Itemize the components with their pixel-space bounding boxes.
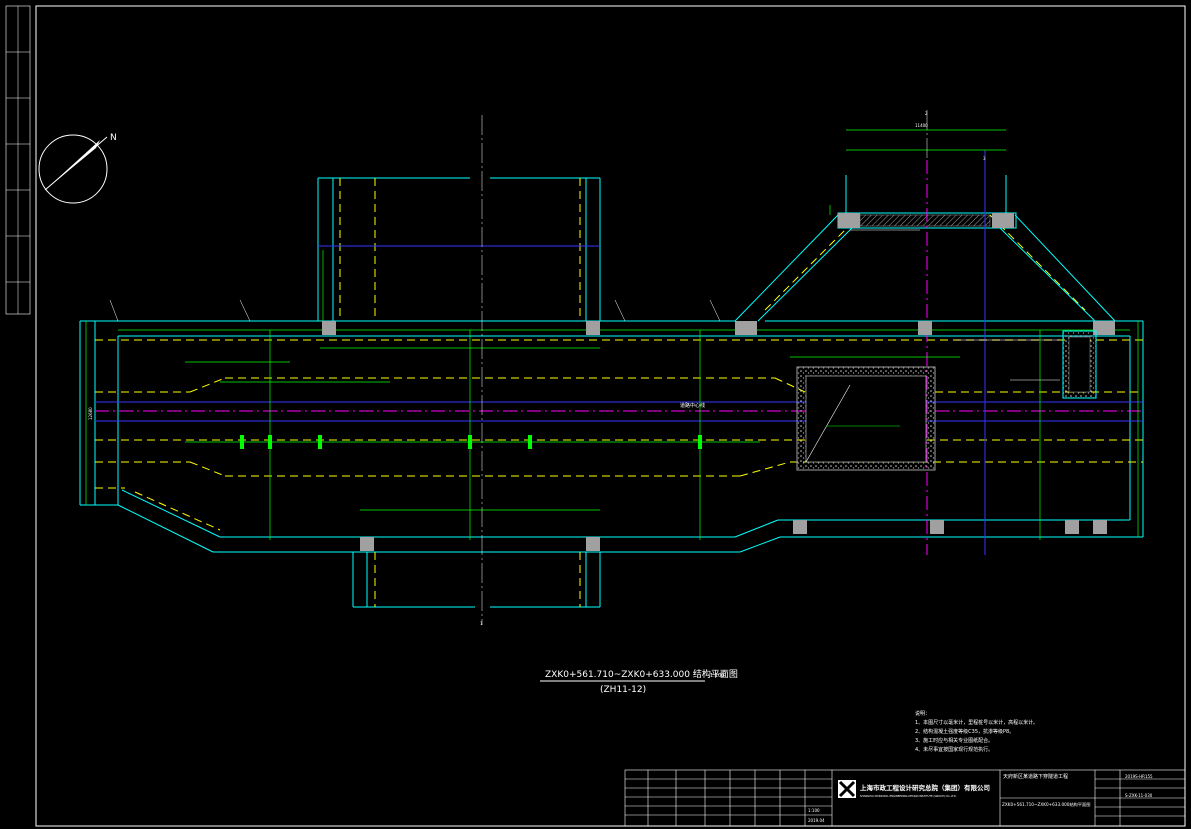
- ramp-branch: [734, 175, 1116, 322]
- pit-opening: [796, 366, 936, 471]
- note-1: 1、本图尺寸以毫米计，里程桩号以米计，高程以米计。: [915, 719, 1038, 726]
- leader-lines: [109, 229, 1060, 381]
- company-name-en: SHANGHAI MUNICIPAL ENGINEERING DESIGN IN…: [860, 794, 957, 798]
- note-4: 4、未尽事宜按国家现行规范执行。: [915, 746, 993, 753]
- dimension-lines: [85, 129, 1139, 540]
- axis-label-a: 1: [480, 621, 483, 626]
- axis-label-c: 3: [983, 156, 986, 161]
- block-scale: 1:100: [808, 808, 820, 813]
- sheet-number: S-ZXK-11-030: [1125, 793, 1153, 798]
- title-block: [624, 769, 1186, 827]
- north-arrow: N: [38, 133, 117, 204]
- drawing-title: ZXK0+561.710~ZXK0+633.000 结构平面图 1:100 (Z…: [540, 668, 738, 695]
- title-sub: (ZH11-12): [600, 685, 646, 695]
- notes-heading: 说明：: [915, 710, 930, 717]
- margin-strip-cells: [6, 6, 30, 314]
- sheet-title: ZXK0+561.710~ZXK0+633.000结构平面图: [1002, 801, 1090, 808]
- blue-lines: [95, 150, 1143, 555]
- tunnel-outline: [79, 320, 1144, 553]
- company-logo: [838, 780, 856, 798]
- dimension-ticks: [240, 435, 702, 449]
- north-label: N: [110, 133, 117, 143]
- notes: 说明： 1、本图尺寸以毫米计，里程桩号以米计，高程以米计。 2、结构混凝土强度等…: [915, 710, 1038, 753]
- drawing-number: 2019S-HR155: [1125, 774, 1153, 779]
- centerline-label: 道路中心线: [680, 402, 705, 409]
- project-name: 天府新区某道路下穿隧道工程: [1003, 773, 1068, 780]
- bottom-shaft: [352, 552, 601, 608]
- axis-lines: [481, 110, 928, 625]
- company-name: 上海市政工程设计研究总院（集团）有限公司: [860, 783, 990, 792]
- columns: [322, 213, 1115, 551]
- dim-width: 12680: [88, 407, 93, 420]
- dim-top: 11400: [915, 123, 928, 128]
- small-pit: [1062, 330, 1097, 399]
- drawing-border: [35, 5, 1186, 827]
- axis-label-b: 2: [925, 111, 928, 116]
- title-main: ZXK0+561.710~ZXK0+633.000 结构平面图: [545, 668, 738, 680]
- note-2: 2、结构混凝土强度等级C35，抗渗等级P8。: [915, 728, 1014, 735]
- lane-lines: [95, 178, 1143, 607]
- block-date: 2019.04: [808, 818, 825, 823]
- note-3: 3、施工时应与相关专业图纸配合。: [915, 737, 993, 744]
- annotations: 12680 11400 1 2 3: [88, 111, 986, 626]
- hatched-slab: [859, 214, 991, 227]
- title-scale: 1:100: [710, 673, 724, 679]
- top-shaft: [317, 177, 601, 321]
